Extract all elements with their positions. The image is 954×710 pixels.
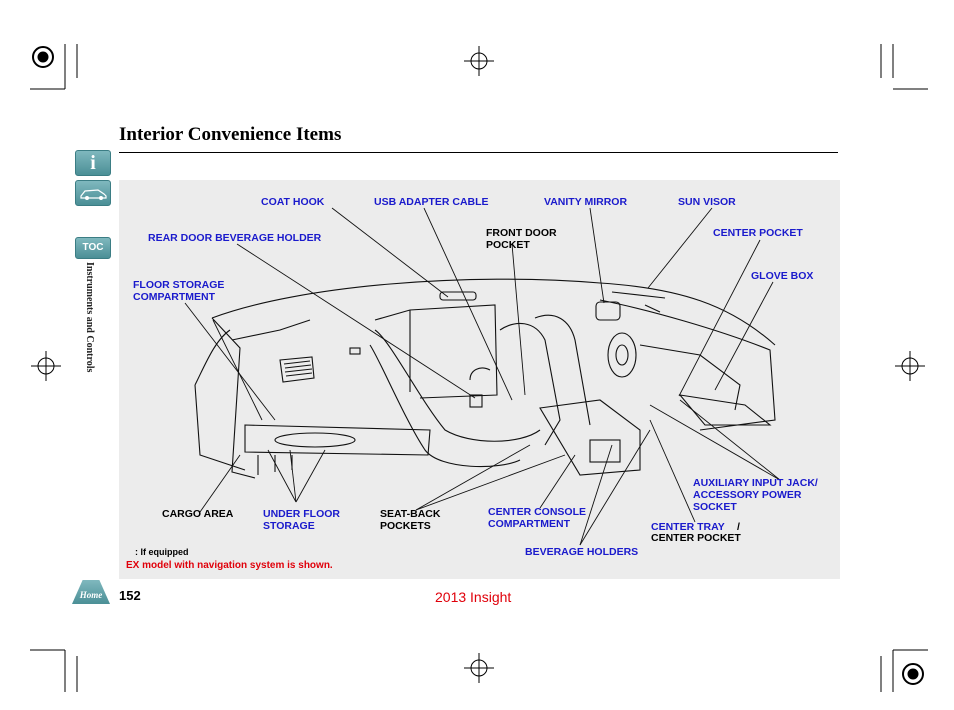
section-tab[interactable]: Instruments and Controls (84, 262, 95, 373)
label-floor-storage-compartment[interactable]: FLOOR STORAGE COMPARTMENT (133, 279, 225, 303)
label-slash: / (737, 521, 740, 533)
label-center-pocket[interactable]: CENTER POCKET (713, 227, 803, 239)
label-auxiliary-input-jack[interactable]: AUXILIARY INPUT JACK/ ACCESSORY POWER SO… (693, 477, 818, 513)
if-equipped-note: : If equipped (135, 547, 189, 557)
model-shown-note: EX model with navigation system is shown… (126, 560, 333, 571)
title-divider (119, 152, 838, 153)
label-front-door-pocket: FRONT DOOR POCKET (486, 227, 557, 251)
toc-button[interactable]: TOC (75, 237, 111, 259)
info-button[interactable]: i (75, 150, 111, 176)
label-center-pocket-bottom: CENTER POCKET (651, 532, 741, 544)
label-sun-visor[interactable]: SUN VISOR (678, 196, 736, 208)
label-under-floor-storage[interactable]: UNDER FLOOR STORAGE (263, 508, 340, 532)
vehicle-index-button[interactable] (75, 180, 111, 206)
label-center-tray[interactable]: CENTER TRAY (651, 521, 725, 533)
label-seat-back-pockets: SEAT-BACK POCKETS (380, 508, 441, 532)
label-glove-box[interactable]: GLOVE BOX (751, 270, 814, 282)
label-cargo-area: CARGO AREA (162, 508, 234, 520)
model-year: 2013 Insight (435, 589, 512, 605)
label-beverage-holders[interactable]: BEVERAGE HOLDERS (525, 546, 639, 558)
diagram-panel (119, 180, 840, 579)
page-number: 152 (119, 588, 141, 603)
label-vanity-mirror[interactable]: VANITY MIRROR (544, 196, 628, 208)
label-rear-door-beverage-holder[interactable]: REAR DOOR BEVERAGE HOLDER (148, 232, 322, 244)
label-center-console-compartment[interactable]: CENTER CONSOLE COMPARTMENT (488, 506, 587, 530)
car-icon (80, 189, 107, 200)
page-title: Interior Convenience Items (119, 124, 342, 145)
label-coat-hook[interactable]: COAT HOOK (261, 196, 325, 208)
label-usb-adapter-cable[interactable]: USB ADAPTER CABLE (374, 196, 489, 208)
